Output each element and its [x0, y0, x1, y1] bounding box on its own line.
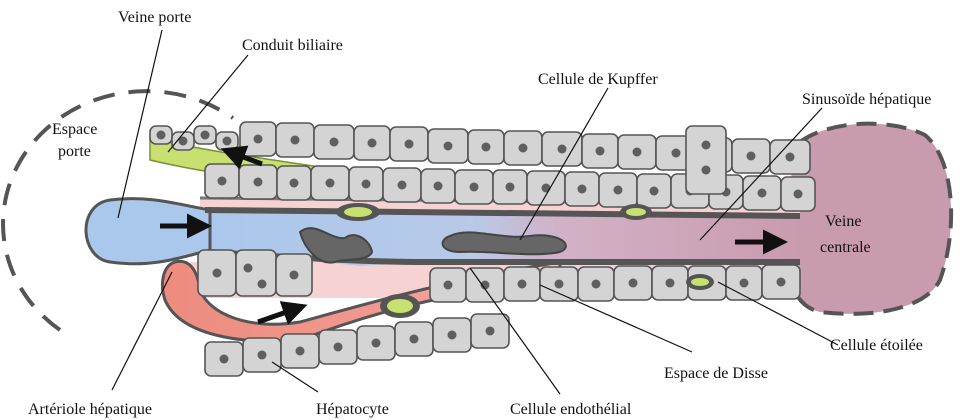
hepatocyte-nucleus [702, 141, 711, 150]
hepatocyte-nucleus [213, 269, 222, 278]
central-vein-shape [790, 124, 951, 314]
hepatocyte-nucleus [614, 186, 623, 195]
hepatocyte-nucleus [558, 145, 567, 154]
hepatocyte-nucleus [592, 280, 601, 289]
hepatocyte-nucleus [542, 184, 551, 193]
hepatocyte-nucleus [157, 131, 166, 140]
label-veine-centrale-1: Veine [825, 213, 861, 230]
hepatocyte-nucleus [578, 185, 587, 194]
label-veine-centrale-2: centrale [820, 239, 871, 256]
label-cellule-endothelial: Cellule endothélial [510, 401, 632, 418]
hepatocyte-nucleus [201, 131, 210, 140]
hepatocyte-nucleus [218, 177, 227, 186]
stellate-cell-inner [387, 299, 413, 313]
hepatocyte-nucleus [470, 183, 479, 192]
label-espace-porte-2: porte [58, 143, 91, 160]
hepatocyte-nucleus [740, 279, 749, 288]
leader-arteriole [112, 272, 172, 390]
hepatocyte-nucleus [650, 187, 659, 196]
hepatocyte-nucleus [777, 278, 786, 287]
hepatocyte-nucleus [448, 331, 457, 340]
hepatocyte-nucleus [506, 183, 515, 192]
leader-veine-porte [118, 30, 162, 218]
hepatocyte-nucleus [519, 144, 528, 153]
stellate-cell-inner [691, 278, 709, 286]
hepatocyte-nucleus [291, 136, 300, 145]
label-cellule-etoilee: Cellule étoilée [830, 337, 923, 354]
label-espace-disse: Espace de Disse [664, 365, 768, 382]
hepatocyte-nucleus [518, 280, 527, 289]
hepatocyte-nucleus [758, 189, 767, 198]
hepatocyte-nucleus [486, 327, 495, 336]
hepatocyte-nucleus [254, 135, 263, 144]
hepatocyte-nucleus [220, 355, 229, 364]
hepatocyte-nucleus [596, 147, 605, 156]
label-espace-porte-1: Espace [52, 121, 97, 138]
hepatocyte-nucleus [398, 181, 407, 190]
hepatocyte-nucleus [296, 347, 305, 356]
hepatocyte-nucleus [244, 264, 253, 273]
label-conduit-biliaire: Conduit biliaire [242, 37, 343, 54]
hepatocyte-nucleus [786, 153, 795, 162]
hepatocyte-nucleus [334, 343, 343, 352]
hepatocyte-nucleus [258, 351, 267, 360]
hepatocyte-cell [236, 250, 276, 296]
hepatocyte-nucleus [362, 180, 371, 189]
hepatocyte-nucleus [672, 149, 681, 158]
hepatocyte-nucleus [326, 179, 335, 188]
hepatocyte-nucleus [555, 280, 564, 289]
hepatocyte-nucleus [633, 148, 642, 157]
hepatocyte-cell [686, 126, 726, 194]
hepatocyte-nucleus [702, 166, 711, 175]
hepatocyte-nucleus [410, 335, 419, 344]
hepatocyte-nucleus [254, 178, 263, 187]
label-cellule-kupffer: Cellule de Kupffer [538, 71, 658, 88]
hepatocyte-nucleus [629, 279, 638, 288]
hepatocyte-nucleus [258, 280, 267, 289]
label-hepatocyte: Hépatocyte [316, 401, 389, 418]
label-sinusoide: Sinusoïde hépatique [802, 91, 931, 108]
hepatocyte-nucleus [747, 152, 756, 161]
hepatocyte-nucleus [482, 143, 491, 152]
hepatocyte-nucleus [444, 281, 453, 290]
hepatocyte-nucleus [290, 271, 299, 280]
stellate-cell-inner [344, 207, 372, 217]
hepatocyte-nucleus [794, 190, 803, 199]
kupffer-cell [443, 232, 566, 254]
hepatocyte-nucleus [223, 137, 232, 146]
hepatocyte-nucleus [444, 142, 453, 151]
hepatocyte-nucleus [368, 139, 377, 148]
stellate-cell-inner [626, 208, 646, 216]
hepatocyte-nucleus [434, 182, 443, 191]
hepatocyte-nucleus [372, 339, 381, 348]
portal-vein-shape [86, 199, 210, 264]
flow-arrow-arteriole [258, 308, 298, 322]
hepatocyte-nucleus [290, 179, 299, 188]
hepatocyte-nucleus [330, 138, 339, 147]
hepatocyte-nucleus [666, 279, 675, 288]
hepatocyte-nucleus [405, 140, 414, 149]
label-veine-porte: Veine porte [118, 9, 191, 26]
label-arteriole: Artériole hépatique [28, 401, 152, 418]
